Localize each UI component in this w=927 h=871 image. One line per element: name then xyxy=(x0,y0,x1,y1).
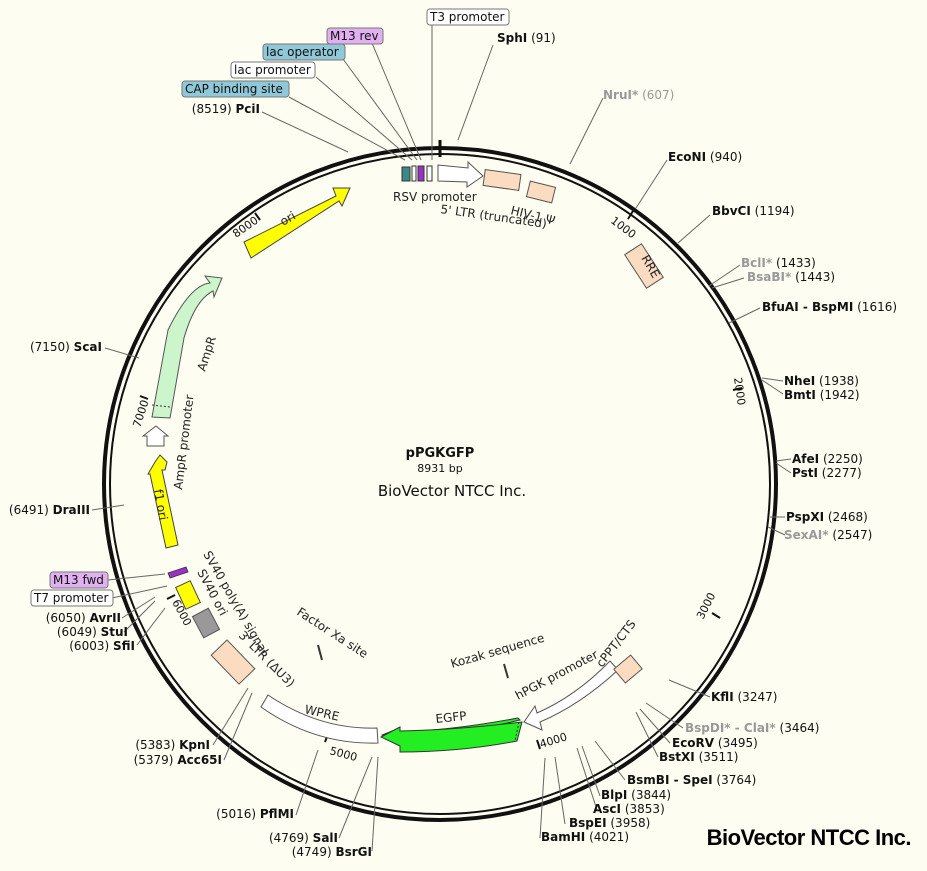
site-AvrII: (6050) AvrII xyxy=(46,611,121,625)
cap-binding-box: CAP binding site xyxy=(185,82,283,96)
site-BbvCI: BbvCI (1194) xyxy=(712,204,795,218)
site-BamHI: BamHI (4021) xyxy=(541,830,629,844)
site-BspEI: BspEI (3958) xyxy=(569,816,650,830)
lac-promoter-box: lac promoter xyxy=(234,63,311,77)
ampr-label: AmpR xyxy=(195,334,219,372)
site-AfeI: AfeI (2250) xyxy=(792,452,863,466)
cap-binding-feature xyxy=(401,166,411,182)
tick-2000: 2000 xyxy=(731,377,748,407)
company-name: BioVector NTCC Inc. xyxy=(378,482,526,500)
site-EcoRV: EcoRV (3495) xyxy=(672,736,758,750)
sites-left: (8519) PciI (7150) ScaI (6491) DraIII (6… xyxy=(9,102,372,859)
site-PstI: PstI (2277) xyxy=(792,466,862,480)
factor-xa-feature xyxy=(317,644,323,661)
m13-rev-box: M13 rev xyxy=(330,29,379,43)
t3-promoter-feature xyxy=(426,165,433,182)
rsv-promoter-feature xyxy=(437,160,484,188)
site-Acc65I: (5379) Acc65I xyxy=(134,753,222,767)
hpgk-feature xyxy=(523,660,619,731)
m13-rev-feature xyxy=(417,165,425,182)
site-BfuAI-BspMI: BfuAI - BspMI (1616) xyxy=(762,300,897,314)
site-AscI: AscI (3853) xyxy=(593,802,665,816)
site-BmtI: BmtI (1942) xyxy=(784,388,860,402)
boxed-labels: T3 promoter M13 rev lac operator lac pro… xyxy=(30,8,510,607)
site-BspDI-ClaI: BspDI* - ClaI* (3464) xyxy=(685,721,819,735)
hiv-psi-feature xyxy=(525,180,557,204)
site-BclI: BclI* (1433) xyxy=(741,256,816,270)
lac-promoter-feature xyxy=(411,165,417,182)
site-BsaBI: BsaBI* (1443) xyxy=(747,270,835,284)
site-BsrGI: (4749) BsrGI xyxy=(292,845,372,859)
plasmid-name: pPGKGFP xyxy=(406,446,475,461)
factor-xa-label: Factor Xa site xyxy=(294,605,370,661)
site-KflI: KflI (3247) xyxy=(711,690,777,704)
leaders-left xyxy=(91,25,433,852)
site-BlpI: BlpI (3844) xyxy=(601,788,671,802)
site-PflMI: (5016) PflMI xyxy=(216,807,294,821)
f1-ori-label: f1 ori xyxy=(151,488,170,521)
site-StuI: (6049) StuI xyxy=(57,625,128,639)
tick-3000: 3000 xyxy=(694,591,718,622)
ampr-promoter-feature xyxy=(141,425,170,447)
site-SfiI: (6003) SfiI xyxy=(69,639,135,653)
site-SalI: (4769) SalI xyxy=(269,831,338,845)
site-DraIII: (6491) DraIII xyxy=(9,503,90,517)
m13-fwd-box: M13 fwd xyxy=(53,573,104,587)
rsv-promoter-label: RSV promoter xyxy=(393,190,477,204)
site-ScaI: (7150) ScaI xyxy=(30,340,102,354)
ampr-promoter-label: AmpR promoter xyxy=(171,394,197,490)
plasmid-size: 8931 bp xyxy=(417,462,462,475)
wpre-feature xyxy=(260,694,379,744)
ampr-feature xyxy=(151,275,223,419)
tick-7000: 7000 xyxy=(130,398,151,429)
ampr-junction xyxy=(151,404,171,408)
site-NheI: NheI (1938) xyxy=(784,374,859,388)
cppt-feature xyxy=(613,654,643,684)
kozak-label: Kozak sequence xyxy=(449,631,546,671)
ltr5-feature xyxy=(482,169,522,191)
site-SphI: SphI (91) xyxy=(497,31,556,45)
tick-4000: 4000 xyxy=(538,730,569,751)
site-PciI: (8519) PciI xyxy=(192,102,260,116)
ltr3-feature xyxy=(210,639,256,685)
sv40-ori-feature xyxy=(191,607,221,639)
rre-feature xyxy=(624,243,664,289)
site-SexAI: SexAI* (2547) xyxy=(784,528,872,542)
ori-feature xyxy=(243,187,351,259)
site-EcoNI: EcoNI (940) xyxy=(668,150,742,164)
egfp-label: EGFP xyxy=(435,709,467,726)
leaders-right xyxy=(457,44,792,839)
f1-ori-feature xyxy=(147,454,179,549)
brand-watermark: BioVector NTCC Inc. xyxy=(706,825,912,850)
t7-promoter-box: T7 promoter xyxy=(33,591,109,605)
t3-promoter-box: T3 promoter xyxy=(429,10,505,24)
m13-fwd-feature xyxy=(167,566,189,579)
sites-right: SphI (91) NruI* (607) EcoNI (940) BbvCI … xyxy=(497,31,897,844)
kozak-feature xyxy=(503,663,509,679)
tick-5000: 5000 xyxy=(328,744,358,764)
ori-label: ori xyxy=(278,209,299,229)
site-KpnI: (5383) KpnI xyxy=(135,738,210,752)
site-BsmBI-SpeI: BsmBI - SpeI (3764) xyxy=(627,773,756,787)
site-BstXI: BstXI (3511) xyxy=(659,750,738,764)
site-NruI: NruI* (607) xyxy=(603,88,674,102)
sv40-polya-feature xyxy=(175,580,201,610)
lac-operator-box: lac operator xyxy=(266,45,339,59)
site-PspXI: PspXI (2468) xyxy=(786,510,868,524)
